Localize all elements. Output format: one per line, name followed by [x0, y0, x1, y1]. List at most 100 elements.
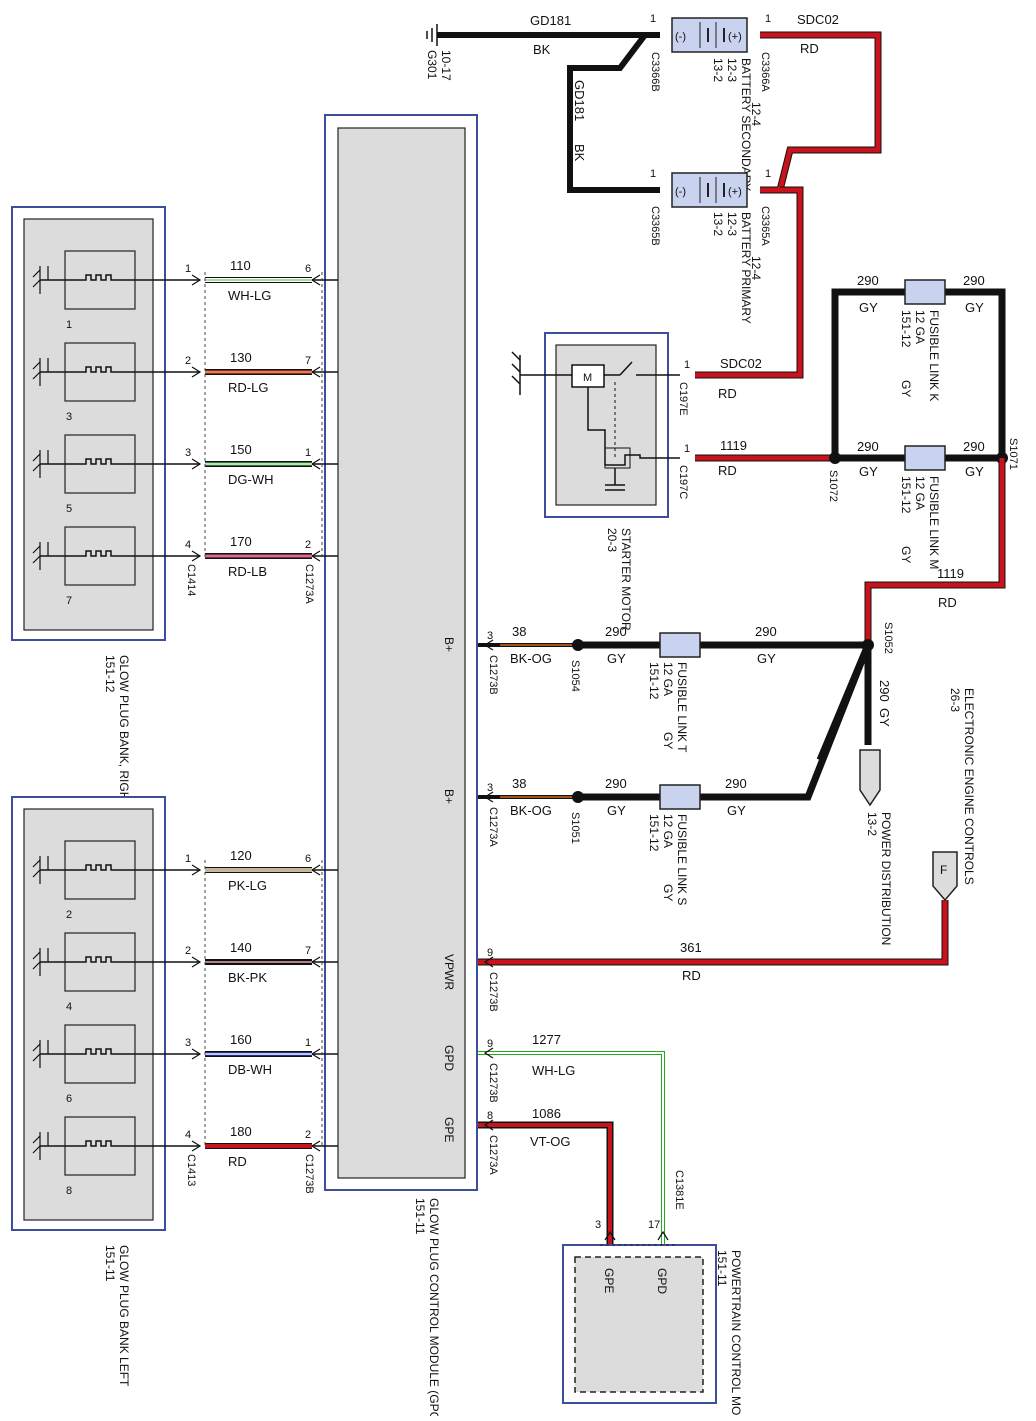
fusible-link-s-label-group: FUSIBLE LINK S 12 GA 151-12 GY: [647, 814, 689, 905]
battery-secondary-neg-connector: C3366B: [649, 52, 661, 92]
gpcm-pin-number: 9: [487, 1038, 493, 1050]
pin-number-right: 7: [305, 355, 311, 367]
pcm-pin-gpe-number: 3: [595, 1219, 601, 1231]
wire-1119-right-circuit: 1119: [937, 566, 964, 581]
wire-circuit: 140: [230, 940, 252, 955]
connector-arrow-icon: [191, 274, 202, 286]
battery-primary-pos-symbol: (+): [728, 186, 742, 198]
gpcm-pin-label: B+: [442, 789, 456, 804]
wire-gpe-color: VT-OG: [530, 1134, 570, 1149]
gpcm-pin-label: GPE: [442, 1117, 456, 1142]
pin-number-left: 4: [185, 539, 191, 551]
wire-1119-starter-circuit: 1119: [720, 438, 747, 453]
fusible-link-k-label-group: FUSIBLE LINK K 12 GA 151-12 GY: [899, 310, 941, 401]
pin-number-right: 2: [305, 539, 311, 551]
glow-plug-number: 7: [66, 595, 72, 607]
gpcm-name: GLOW PLUG CONTROL MODULE (GPCM): [427, 1198, 441, 1416]
power-dist-name: POWER DISTRIBUTION: [879, 812, 893, 945]
wire-1119-right-red: [865, 458, 1005, 645]
battery-secondary-neg-pin: 1: [650, 13, 656, 25]
glow-plug-element-icon: [40, 274, 200, 281]
pin-number-left: 4: [185, 1129, 191, 1141]
fusible-link-m-icon: [904, 445, 946, 471]
connector-arrow-icon: [483, 639, 494, 651]
wire-gpe-red: [478, 1123, 612, 1247]
wire-fm-left-color: GY: [859, 464, 878, 479]
splice-s1051-dot: [572, 791, 584, 803]
wire-fm-left-circuit: 290: [857, 439, 879, 454]
glow-plug-number: 6: [66, 1093, 72, 1105]
wire-bplus2-a-color: BK-OG: [510, 803, 552, 818]
glow-plug-element-icon: [40, 956, 200, 963]
ground-icon: [32, 856, 49, 884]
wire-290-loop-left: [831, 288, 905, 458]
wire-vpwr: [478, 900, 949, 966]
pin-number-right: 1: [305, 447, 311, 459]
connector-arrow-icon: [191, 458, 202, 470]
flag-f-letter: F: [940, 863, 947, 877]
bank-left-ref: 151-11: [103, 1245, 117, 1282]
connector-arrow-icon: [483, 1119, 494, 1131]
power-distribution-arrow-icon: [859, 749, 881, 807]
fusible-link-t-ref: 151-12: [647, 662, 661, 700]
pin-number-right: 7: [305, 945, 311, 957]
wire-vpwr-color: RD: [682, 968, 701, 983]
starter-c2-pin: 1: [684, 443, 690, 455]
power-dist-ref: 13-2: [865, 812, 879, 836]
starter-c1-connector: C197E: [677, 382, 689, 416]
wire-circuit: 160: [230, 1032, 252, 1047]
wire-fk-right-circuit: 290: [963, 273, 985, 288]
wire-1119-right-color: RD: [938, 595, 957, 610]
glow-plug-element-icon: [40, 864, 200, 871]
fusible-link-s-ref: 151-12: [647, 814, 661, 852]
wire-bplus1-c-color: GY: [757, 651, 776, 666]
wire-bplus1-join: [816, 643, 872, 762]
fusible-link-t-label-group: FUSIBLE LINK T 12 GA 151-12 GY: [647, 662, 689, 753]
battery-primary-neg-connector: C3365B: [649, 206, 661, 246]
wire-fm-right-color: GY: [965, 464, 984, 479]
wire-290-loop-right: [945, 288, 1006, 458]
battery-primary-pos-connector: C3365A: [759, 206, 771, 246]
flag-f-icon: [932, 851, 958, 902]
battery-secondary-ref-3: 12-4: [749, 102, 763, 126]
pin-number-left: 3: [185, 447, 191, 459]
gpcm-pin-connector: C1273B: [487, 972, 499, 1012]
wire-color-code: DG-WH: [228, 472, 274, 487]
gpcm-pin-label: GPD: [442, 1045, 456, 1071]
splice-s1071-label: S1071: [1007, 438, 1019, 470]
fusible-link-k-icon: [904, 279, 946, 305]
wire-gpe-circuit: 1086: [532, 1106, 561, 1121]
pcm-ref: 151-11: [715, 1250, 729, 1287]
wire-bplus2-a-circuit: 38: [512, 776, 526, 791]
ground-icon: [32, 948, 49, 976]
wire-gpd-color: WH-LG: [532, 1063, 575, 1078]
connector-arrow-icon: [191, 1048, 202, 1060]
fusible-link-t-gauge: 12 GA: [661, 662, 675, 696]
battery-primary-ref-3: 12-4: [749, 256, 763, 280]
glow-plug-element-icon: [40, 366, 200, 373]
pin-number-left: 2: [185, 945, 191, 957]
glow-plug-number: 1: [66, 319, 72, 331]
wire-sdc02-starter-circuit: SDC02: [720, 356, 762, 371]
ground-ref: 10-17: [439, 50, 453, 81]
wire-bplus2-b-color: GY: [607, 803, 626, 818]
bank-right-ref: 151-12: [103, 655, 117, 693]
wire-color-code: BK-PK: [228, 970, 267, 985]
bank-connector-right: C1273A: [303, 564, 315, 604]
pcm-pin-gpd-number: 17: [648, 1219, 660, 1231]
battery-secondary-pos-symbol: (+): [728, 31, 742, 43]
pin-number-left: 1: [185, 853, 191, 865]
power-dist-wire-label-group: 290 GY: [877, 680, 892, 727]
ground-icon: [32, 542, 49, 570]
fusible-link-k-name: FUSIBLE LINK K: [927, 310, 941, 401]
pin-number-right: 6: [305, 853, 311, 865]
wire-gd181-vertical-color: BK: [572, 144, 587, 162]
connector-arrow-icon: [191, 366, 202, 378]
splice-s1072-label: S1072: [827, 470, 839, 502]
wire-bplus1-a-color: BK-OG: [510, 651, 552, 666]
